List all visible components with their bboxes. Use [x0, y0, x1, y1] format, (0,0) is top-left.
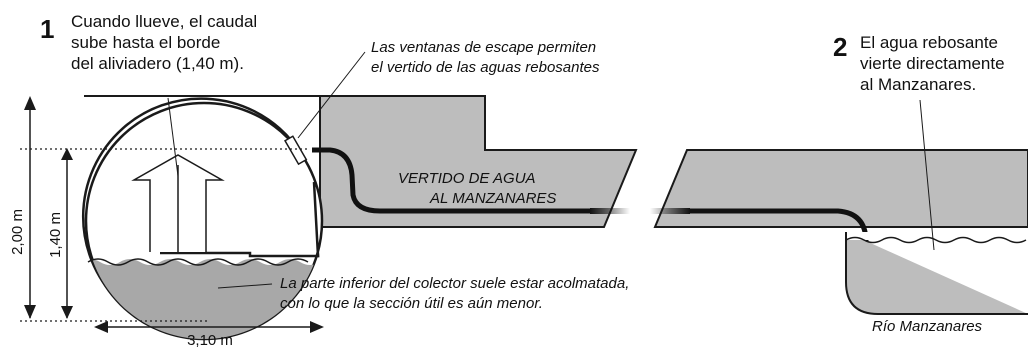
- river-body: [845, 232, 1028, 315]
- sediment-surface: [87, 258, 309, 266]
- step2-line-2: vierte directamente: [860, 54, 1005, 73]
- step1-line-3: del aliviadero (1,40 m).: [71, 54, 244, 73]
- flow-path: [312, 147, 590, 214]
- step1-line-1: Cuando llueve, el caudal: [71, 12, 257, 31]
- bottom-note-line-2: con lo que la sección útil es aún menor.: [280, 295, 543, 312]
- step1-line-2: sube hasta el borde: [71, 33, 220, 52]
- overflow-structure: [84, 95, 638, 228]
- overflow-structure-right: [653, 149, 1028, 228]
- step2-line-3: al Manzanares.: [860, 75, 976, 94]
- channel-label-line-2: AL MANZANARES: [429, 190, 556, 207]
- channel-label-line-1: VERTIDO DE AGUA: [398, 170, 536, 187]
- step2-number: 2: [833, 32, 847, 62]
- step2-line-1: El agua rebosante: [860, 33, 998, 52]
- step1-number: 1: [40, 14, 54, 44]
- bottom-note-line-1: La parte inferior del colector suele est…: [280, 275, 629, 292]
- windows-note-line-1: Las ventanas de escape permiten: [371, 39, 596, 56]
- dimension-width: 3,10 m: [187, 332, 233, 349]
- windows-note-line-2: el vertido de las aguas rebosantes: [371, 59, 600, 76]
- dimension-overflow-height: 1,40 m: [47, 212, 64, 258]
- escape-window: [284, 135, 308, 166]
- dimension-total-height: 2,00 m: [9, 209, 26, 255]
- river-label: Río Manzanares: [872, 318, 983, 335]
- river-surface: [845, 236, 1027, 244]
